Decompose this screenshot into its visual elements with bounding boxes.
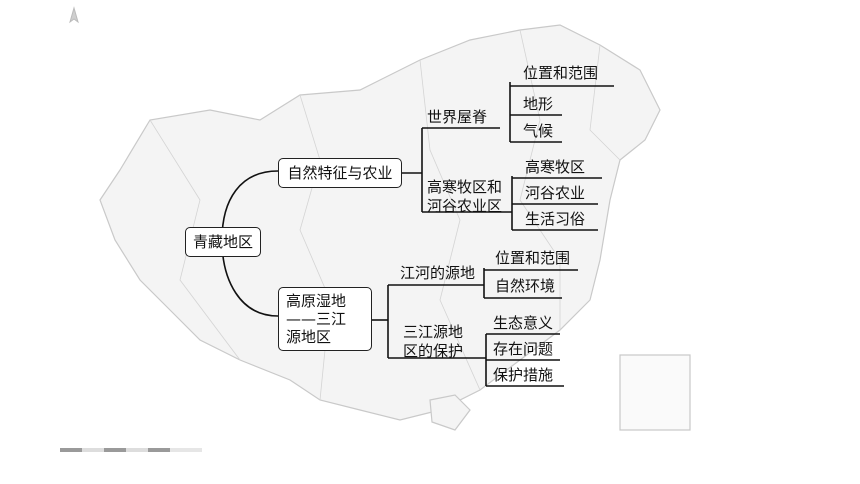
root-node: 青藏地区: [185, 227, 261, 257]
branch1-sub2-label-line1: 高寒牧区和: [427, 178, 503, 196]
sub4-item-3: 保护措施: [493, 366, 554, 384]
root-label: 青藏地区: [192, 233, 253, 251]
branch1-sub1-label: 世界屋脊: [427, 108, 488, 126]
sub1-item-3: 气候: [523, 122, 554, 140]
sub2-item-1: 高寒牧区: [525, 158, 586, 176]
branch1-sub2-label-line2: 河谷农业区: [427, 197, 503, 215]
north-arrow-icon: [69, 6, 79, 24]
branch2-sub1-label: 江河的源地: [400, 264, 476, 282]
branch2-label-line1: 高原湿地: [286, 292, 347, 310]
sub3-item-1: 位置和范围: [495, 249, 571, 267]
branch2-sub2-label-line1: 三江源地: [403, 323, 464, 341]
branch1-label: 自然特征与农业: [287, 164, 393, 182]
sub3-item-2: 自然环境: [495, 277, 556, 295]
sub2-item-3: 生活习俗: [525, 210, 586, 228]
branch2-sub2-label-line2: 区的保护: [403, 342, 464, 360]
sub4-item-2: 存在问题: [493, 340, 554, 358]
map-outline-main: [99, 24, 661, 421]
map-province-line-5: [589, 44, 621, 161]
map-inset-box: [619, 354, 691, 431]
sub2-item-2: 河谷农业: [525, 184, 586, 202]
sub4-item-1: 生态意义: [493, 314, 554, 332]
scale-bar: [60, 448, 202, 452]
map-outline-island: [429, 394, 471, 431]
map-province-line-3: [519, 29, 561, 330]
branch2-label-line2: ——三江: [286, 310, 347, 328]
branch1-node: 自然特征与农业: [278, 158, 402, 188]
branch2-label-line3: 源地区: [286, 328, 332, 346]
sub1-item-1: 位置和范围: [523, 64, 599, 82]
sub1-item-2: 地形: [523, 95, 554, 113]
branch2-node: 高原湿地 ——三江 源地区: [278, 287, 372, 351]
map-province-line-2: [419, 59, 481, 391]
